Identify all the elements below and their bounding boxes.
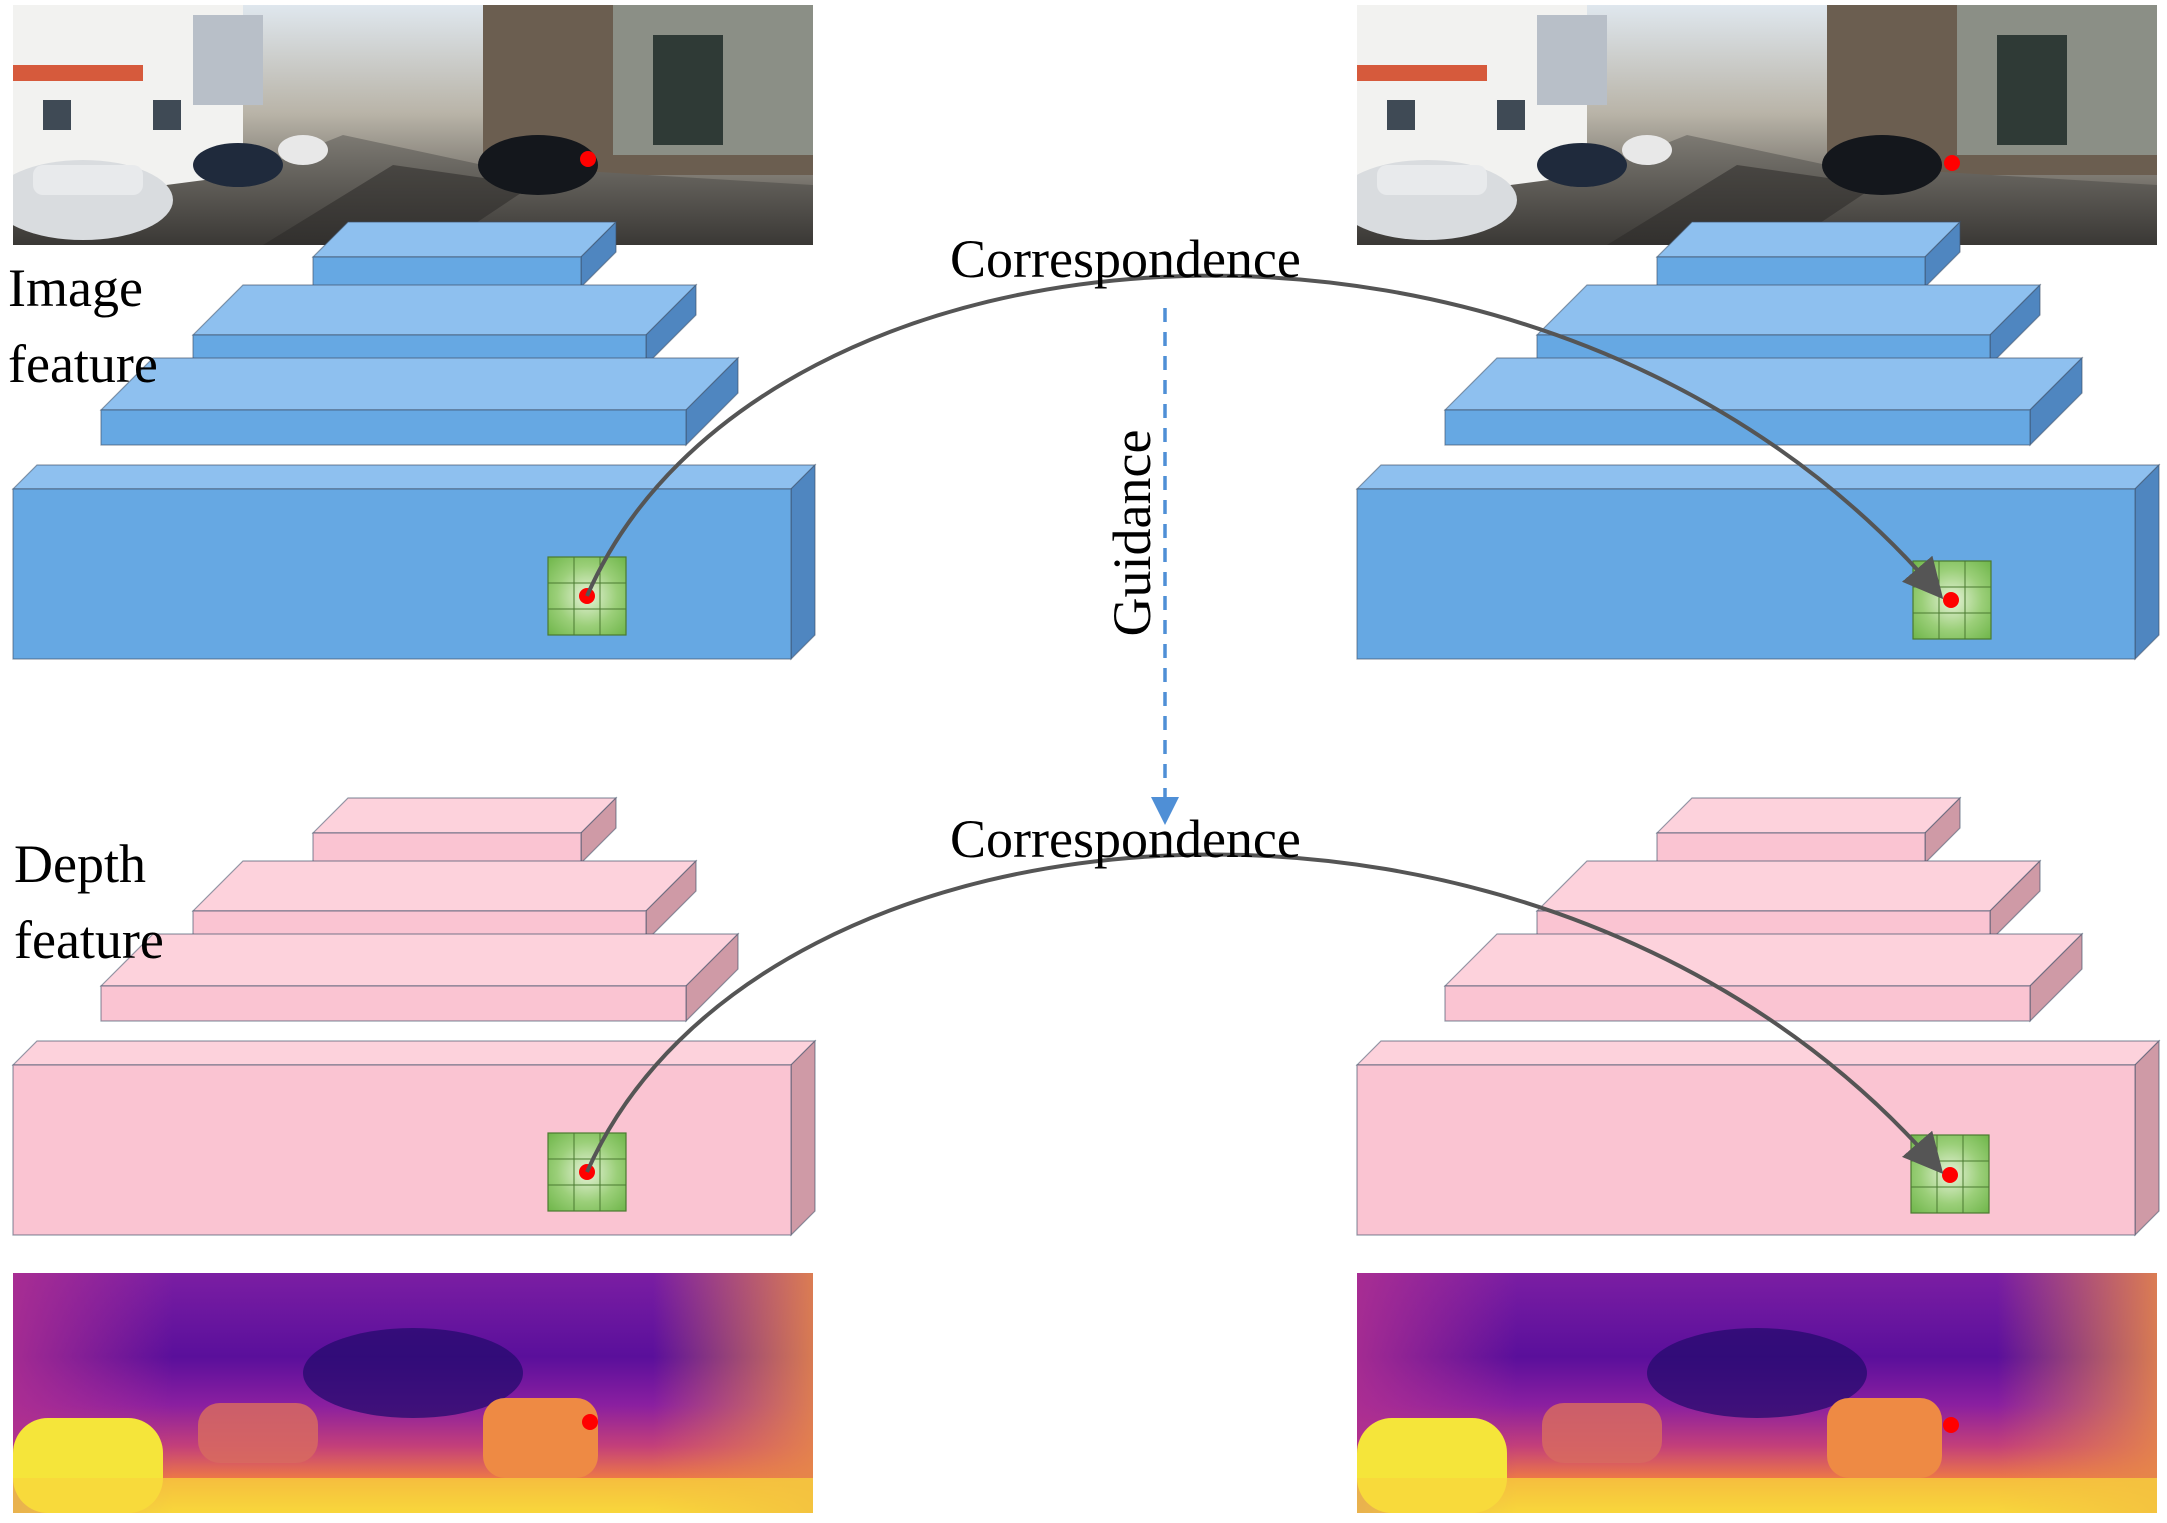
- image-feature-layer-2: [191, 283, 698, 367]
- keypoint-photo-right: [1944, 155, 1960, 171]
- patch-depth-right: [1910, 1134, 1990, 1214]
- correspondence-label-top: Correspondence: [950, 229, 1301, 289]
- keypoint-image-feature-right: [1943, 592, 1959, 608]
- correspondence-arrow-top: [585, 273, 1944, 600]
- depth-feature-pyramid-right: [1355, 796, 2161, 1237]
- depth-map-right: [1357, 1273, 2157, 1513]
- guidance-label: Guidance: [1102, 430, 1162, 637]
- correspondence-arrow-bottom: [585, 852, 1944, 1175]
- image-feature-layer-4: [11, 463, 817, 661]
- keypoint-photo-left: [580, 151, 596, 167]
- image-feature-label-line1: Image: [8, 258, 143, 318]
- depth-map-left: [13, 1273, 813, 1513]
- image-feature-layer-1: [311, 220, 618, 289]
- depth-feature-layer-2: [1535, 859, 2042, 943]
- depth-feature-layer-1: [1655, 796, 1962, 865]
- keypoint-depth-map-right: [1943, 1417, 1959, 1433]
- depth-feature-layer-3: [99, 932, 740, 1023]
- depth-feature-layer-4: [11, 1039, 817, 1237]
- depth-feature-label-line2: feature: [14, 910, 164, 970]
- keypoint-depth-map-left: [582, 1414, 598, 1430]
- keypoint-depth-feature-right: [1942, 1167, 1958, 1183]
- image-feature-layer-2: [1535, 283, 2042, 367]
- depth-feature-layer-4: [1355, 1039, 2161, 1237]
- depth-feature-layer-1: [311, 796, 618, 865]
- image-feature-layer-3: [1443, 356, 2084, 447]
- image-feature-label-line2: feature: [8, 334, 158, 394]
- image-feature-layer-4: [1355, 463, 2161, 661]
- image-feature-layer-1: [1655, 220, 1962, 289]
- depth-feature-pyramid-left: [11, 796, 817, 1237]
- image-feature-layer-3: [99, 356, 740, 447]
- depth-feature-layer-3: [1443, 932, 2084, 1023]
- depth-feature-label-line1: Depth: [14, 834, 146, 894]
- patch-image-right: [1912, 560, 1992, 640]
- correspondence-label-bottom: Correspondence: [950, 809, 1301, 869]
- rgb-photo-right: [1357, 5, 2157, 245]
- image-feature-pyramid-right: [1355, 220, 2161, 661]
- rgb-photo-left: [13, 5, 813, 245]
- depth-feature-layer-2: [191, 859, 698, 943]
